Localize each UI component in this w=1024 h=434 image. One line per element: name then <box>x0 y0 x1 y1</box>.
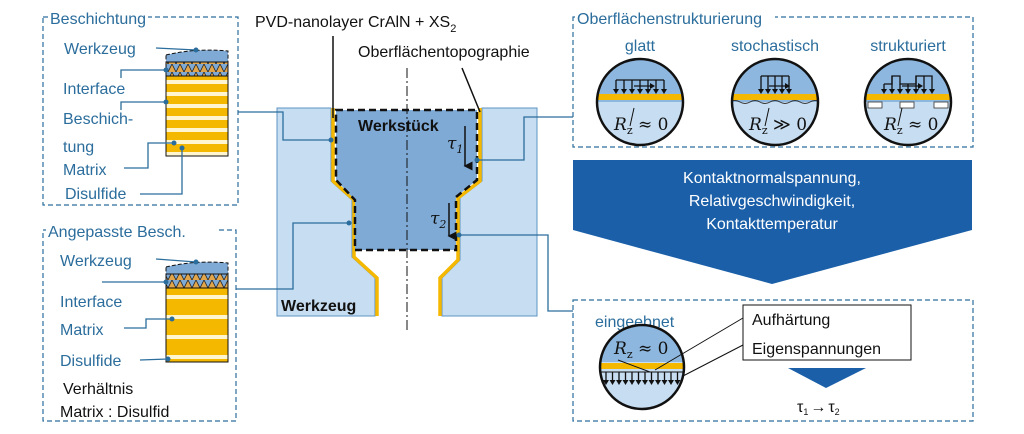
label-disulfide: Disulfide <box>65 186 126 203</box>
rz-stochastisch: Rz ≫ 0 <box>748 115 807 137</box>
coating-right <box>438 108 482 316</box>
topography-label: Oberflächentopographie <box>358 44 530 61</box>
adapted-coating-panel: Angepasste Besch. Werkzeug Interface Mat… <box>42 220 237 422</box>
layer-stack <box>165 49 229 157</box>
label-beschichtung-2: tung <box>63 139 94 156</box>
leader-lines <box>120 47 197 195</box>
tau-transition: τ1→τ2 <box>797 399 840 417</box>
arrow-line-2: Relativgeschwindigkeit, <box>689 193 855 210</box>
effect-eigenspannungen: Eigenspannungen <box>752 341 881 358</box>
down-arrow-icon <box>788 368 866 388</box>
surface-detail-leveled <box>598 323 686 411</box>
label-disulfide: Disulfide <box>60 353 121 370</box>
tau2-label: τ2 <box>430 209 446 231</box>
structuring-panel: Oberflächenstrukturierung glatt stochast… <box>572 8 974 148</box>
label-werkzeug: Werkzeug <box>60 253 132 270</box>
rz-glatt: Rz ≈ 0 <box>613 115 668 137</box>
variant-glatt-label: glatt <box>625 38 656 55</box>
panel-title: Oberflächenstrukturierung <box>577 11 762 28</box>
arrow-line-1: Kontaktnormalspannung, <box>683 170 861 187</box>
connector-lines <box>236 111 573 312</box>
variant-stochastisch-label: stochastisch <box>731 38 819 55</box>
tool-left <box>276 107 376 317</box>
arrow-line-3: Kontakttemperatur <box>706 216 838 233</box>
tool-label: Werkzeug <box>281 298 356 315</box>
variant-strukturiert-label: strukturiert <box>870 38 946 55</box>
result-panel: eingeebnet Rz ≈ 0 Aufhärtung Eigenspannu… <box>572 299 974 422</box>
label-matrix: Matrix <box>60 322 104 339</box>
process-arrow: Kontaktnormalspannung, Relativgeschwindi… <box>573 160 972 284</box>
layer-stack <box>165 261 229 363</box>
ratio-note-line2: Matrix : Disulfid <box>60 404 169 421</box>
label-matrix: Matrix <box>63 162 107 179</box>
effect-aufhaertung: Aufhärtung <box>752 312 830 329</box>
ratio-note-line1: Verhältnis <box>63 381 133 398</box>
label-interface: Interface <box>60 294 122 311</box>
panel-title: Beschichtung <box>50 11 146 28</box>
forming-tool-section: PVD-nanolayer CrAlN + XS2 Oberflächentop… <box>236 14 573 330</box>
label-interface: Interface <box>63 81 125 98</box>
label-beschichtung-1: Beschich- <box>63 111 133 128</box>
rz-result: Rz ≈ 0 <box>613 339 668 361</box>
pvd-label: PVD-nanolayer CrAlN + XS2 <box>255 14 456 35</box>
panel-border <box>572 299 974 422</box>
tau1-label: τ1 <box>447 134 463 156</box>
rz-strukturiert: Rz ≈ 0 <box>883 115 938 137</box>
panel-title: Angepasste Besch. <box>48 224 186 241</box>
label-werkzeug: Werkzeug <box>64 41 136 58</box>
workpiece-label: Werkstück <box>358 118 439 135</box>
coating-panel: Beschichtung Werkzeug Interface Beschich… <box>42 8 239 206</box>
